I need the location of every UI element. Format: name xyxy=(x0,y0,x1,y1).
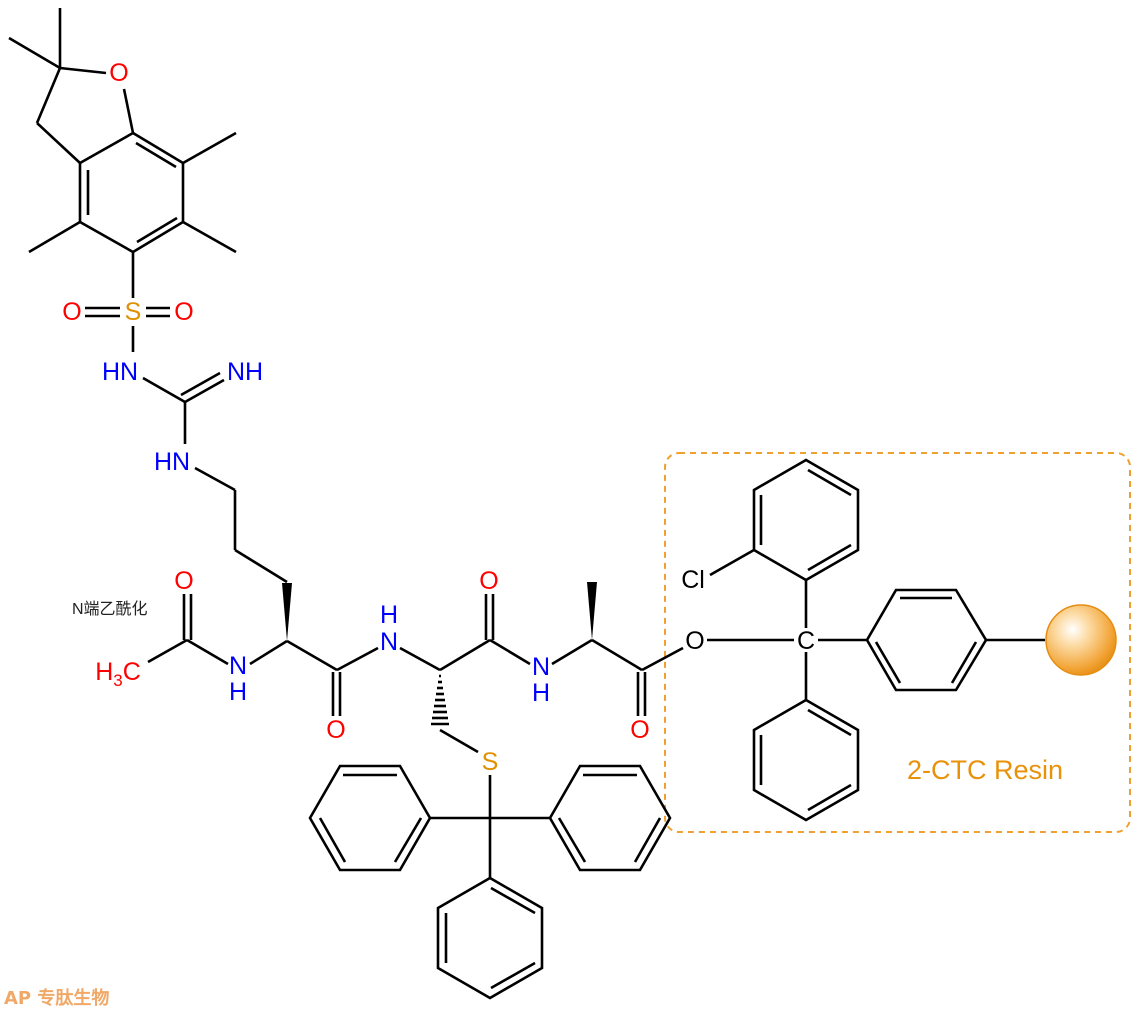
atom-methyl-h3c: H3C xyxy=(95,658,141,690)
atom-pbf-oxygen: O xyxy=(109,59,128,87)
atom-ala-hydrogen: H xyxy=(532,679,550,707)
n-acetylation-annotation: N端乙酰化 xyxy=(72,600,148,618)
atom-guanidine-hn1: HN xyxy=(102,358,138,386)
atom-sulfonyl-oxygen-right: O xyxy=(174,298,193,326)
atom-cys-nitrogen: N xyxy=(380,628,398,656)
atom-cys-hydrogen: H xyxy=(380,601,398,629)
ctc-resin-bonds xyxy=(709,458,1045,822)
atom-ala-nitrogen: N xyxy=(532,653,550,681)
atom-guanidine-hn2: HN xyxy=(154,448,190,476)
atom-guanidine-nh: NH xyxy=(227,358,263,386)
atom-sulfonyl-oxygen-left: O xyxy=(62,298,81,326)
atom-ester-oxygen: O xyxy=(685,627,704,655)
resin-dashed-box xyxy=(664,452,1131,833)
atom-acetyl-oxygen: O xyxy=(174,567,193,595)
atom-arg-nitrogen: N xyxy=(229,652,247,680)
atom-cys-carbonyl-oxygen: O xyxy=(479,567,498,595)
atom-cys-sulfur: S xyxy=(482,748,499,776)
atom-sulfonyl-sulfur: S xyxy=(125,298,142,326)
watermark-logo: AP 专肽生物 xyxy=(4,987,109,1009)
atom-ala-carbonyl-oxygen: O xyxy=(630,716,649,744)
pbf-group-bonds xyxy=(8,8,288,584)
atom-arg-carbonyl-oxygen: O xyxy=(326,716,345,744)
atom-trityl-carbon: C xyxy=(797,627,815,655)
resin-label: 2-CTC Resin xyxy=(907,755,1063,785)
atom-chlorine: Cl xyxy=(681,566,705,594)
resin-bead xyxy=(1045,604,1117,676)
s-trityl-bonds xyxy=(308,764,672,1000)
atom-arg-hydrogen: H xyxy=(229,678,247,706)
backbone-bonds xyxy=(147,582,794,818)
